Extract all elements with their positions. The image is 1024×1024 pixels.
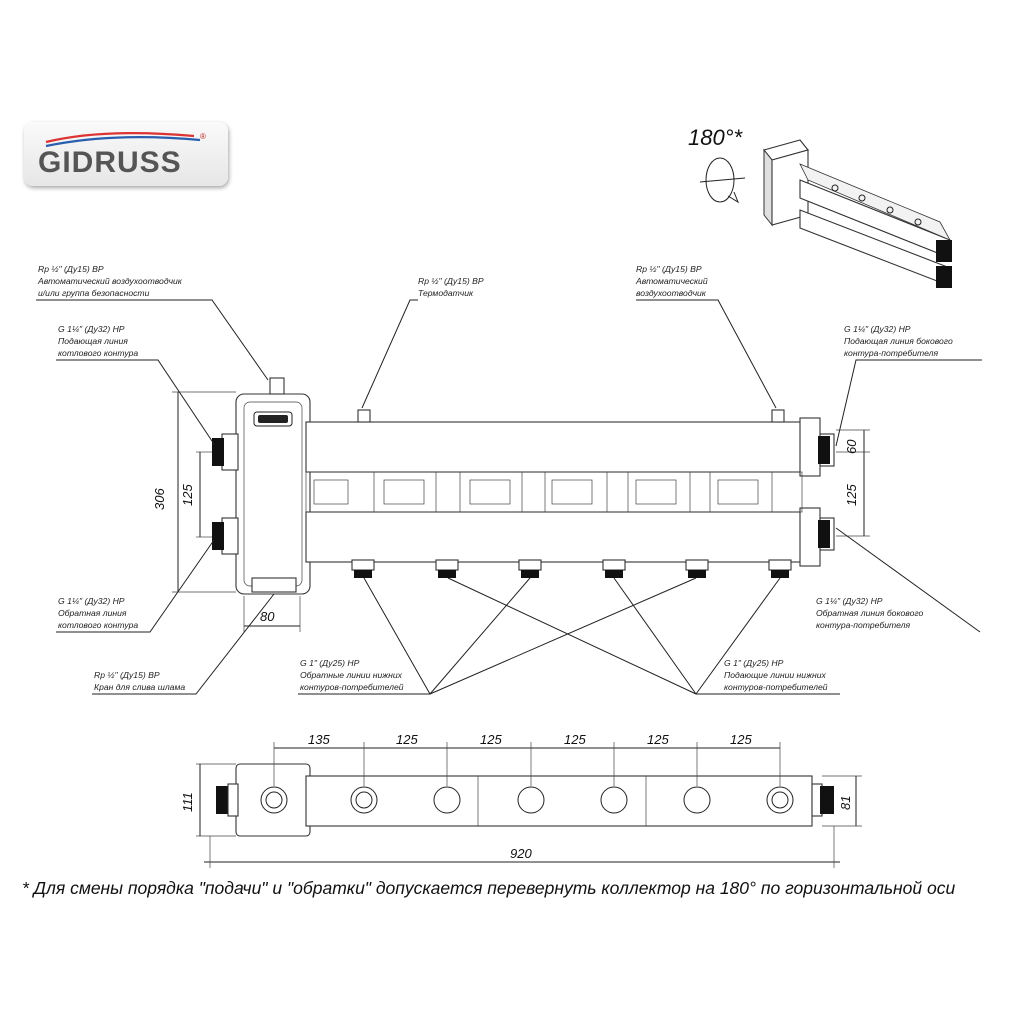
label-side-return-line1: G 1¼" (Ду32) НР (816, 596, 883, 606)
label-lower-supply-line1: G 1" (Ду25) НР (724, 658, 784, 668)
label-lower-supply: G 1" (Ду25) НР Подающие линии нижних кон… (724, 658, 828, 692)
label-air-vent-left-line2: Автоматический воздухоотводчик (37, 276, 183, 286)
label-side-return-line2: Обратная линия бокового (816, 608, 924, 618)
label-boiler-supply-line3: котлового контура (58, 348, 138, 358)
brand-registered-mark: ® (200, 132, 206, 141)
dim-right-axis: 125 (844, 484, 859, 506)
label-drain-line1: Rp ½" (Ду15) ВР (94, 670, 160, 680)
dim-spacing-4: 125 (564, 732, 586, 747)
label-lower-return-line3: контуров-потребителей (300, 682, 404, 692)
rotation-arrow-icon (699, 157, 746, 204)
label-drain-line2: Кран для слива шлама (94, 682, 185, 692)
dim-spacing-2: 125 (396, 732, 418, 747)
label-boiler-return-line3: котлового контура (58, 620, 138, 630)
dim-depth-left: 111 (180, 792, 195, 812)
label-air-vent-left-line3: и/или группа безопасности (38, 288, 150, 298)
label-side-supply-line1: G 1¼" (Ду32) НР (844, 324, 911, 334)
label-air-vent-right-line2: Автоматический (635, 276, 708, 286)
footnote: * Для смены порядка "подачи" и "обратки"… (22, 878, 956, 898)
label-air-vent-right: Rp ½" (Ду15) ВР Автоматический воздухоот… (635, 264, 708, 298)
label-drain: Rp ½" (Ду15) ВР Кран для слива шлама (94, 670, 185, 692)
label-lower-return-line2: Обратные линии нижних (300, 670, 403, 680)
dim-spacing-5: 125 (647, 732, 669, 747)
label-thermometer-line2: Термодатчик (418, 288, 474, 298)
brand-name: GIDRUSS (38, 146, 182, 179)
rotation-label: 180°* (688, 125, 744, 150)
leader-lines (36, 299, 982, 695)
label-boiler-supply: G 1¼" (Ду32) НР Подающая линия котлового… (58, 324, 138, 358)
label-lower-supply-line3: контуров-потребителей (724, 682, 828, 692)
label-air-vent-right-line3: воздухоотводчик (636, 288, 707, 298)
top-view-dimensions (196, 742, 862, 868)
label-side-return: G 1¼" (Ду32) НР Обратная линия бокового … (816, 596, 924, 630)
bottom-outlets (351, 559, 792, 578)
front-view-dimensions (172, 391, 870, 632)
label-boiler-supply-line1: G 1¼" (Ду32) НР (58, 324, 125, 334)
label-boiler-return-line1: G 1¼" (Ду32) НР (58, 596, 125, 606)
dim-spacing-1: 135 (308, 732, 330, 747)
manifold-isometric-view (763, 139, 952, 288)
label-side-supply-line2: Подающая линия бокового (844, 336, 953, 346)
dim-spacing-3: 125 (480, 732, 502, 747)
dim-spacing-6: 125 (730, 732, 752, 747)
dim-height-total: 306 (152, 488, 167, 510)
dim-right-top: 60 (844, 439, 859, 454)
manifold-front-view (212, 377, 835, 595)
label-boiler-return-line2: Обратная линия (58, 608, 127, 618)
label-side-return-line3: контура-потребителя (816, 620, 910, 630)
dim-depth-right: 81 (838, 796, 853, 810)
brand-swoosh (45, 132, 201, 148)
dim-length-total: 920 (510, 846, 532, 861)
dim-separator-width: 80 (260, 609, 275, 624)
label-thermometer-line1: Rp ½" (Ду15) ВР (418, 276, 484, 286)
label-thermometer: Rp ½" (Ду15) ВР Термодатчик (418, 276, 484, 298)
top-view-ports (260, 786, 794, 814)
label-side-supply: G 1¼" (Ду32) НР Подающая линия бокового … (844, 324, 953, 358)
label-air-vent-right-line1: Rp ½" (Ду15) ВР (636, 264, 702, 274)
manifold-top-view (216, 763, 834, 837)
label-lower-return-line1: G 1" (Ду25) НР (300, 658, 360, 668)
label-boiler-return: G 1¼" (Ду32) НР Обратная линия котлового… (58, 596, 138, 630)
label-lower-supply-line2: Подающие линии нижних (724, 670, 826, 680)
label-air-vent-left-line1: Rp ½" (Ду15) ВР (38, 264, 104, 274)
label-lower-return: G 1" (Ду25) НР Обратные линии нижних кон… (300, 658, 404, 692)
label-air-vent-left: Rp ½" (Ду15) ВР Автоматический воздухоот… (37, 264, 183, 298)
dim-height-axis-left: 125 (180, 484, 195, 506)
label-side-supply-line3: контура-потребителя (844, 348, 938, 358)
label-boiler-supply-line2: Подающая линия (58, 336, 128, 346)
